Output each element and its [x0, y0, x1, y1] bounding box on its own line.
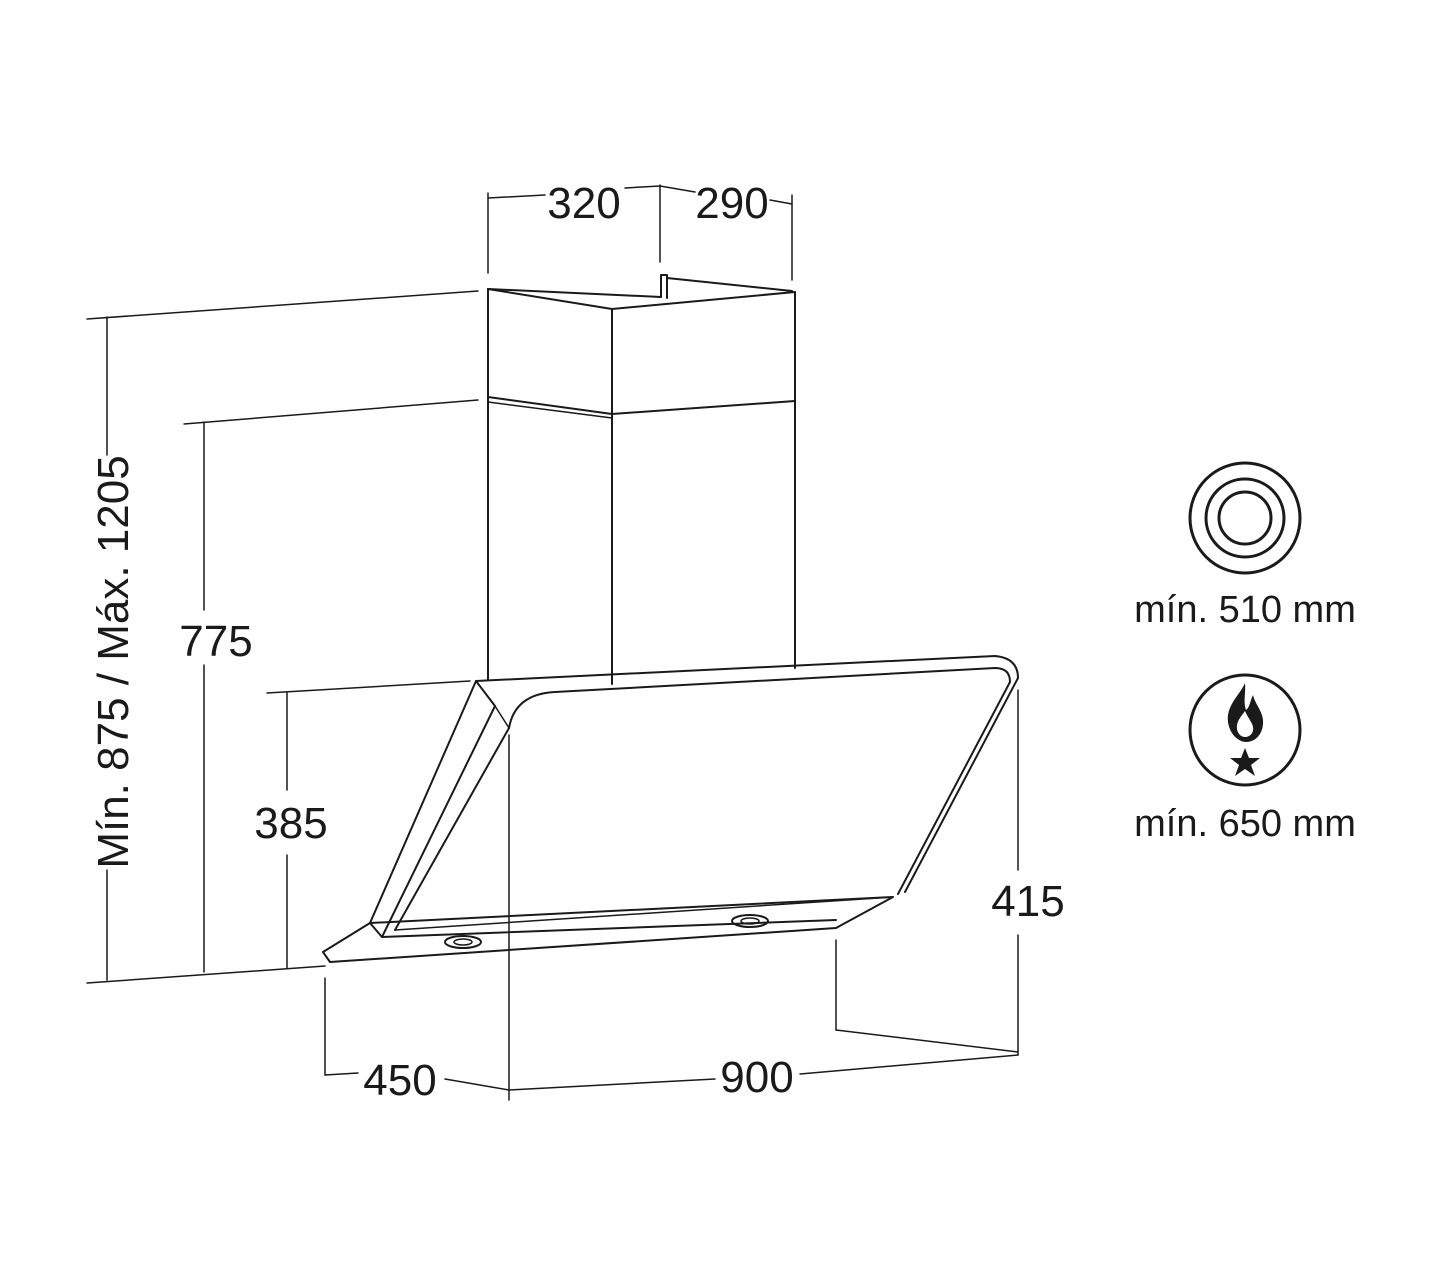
- dim-canopy-height: 415: [991, 877, 1064, 926]
- gas-flame-icon: [1188, 673, 1302, 787]
- dimension-lines: [86, 184, 1019, 1101]
- chimney: [487, 274, 796, 685]
- dim-body-height-lower: 385: [254, 799, 327, 848]
- dim-total-height: Mín. 875 / Máx. 1205: [89, 455, 138, 868]
- dim-body-height-upper: 775: [179, 617, 252, 666]
- dimension-labels: 320 290 Mín. 875 / Máx. 1205 775 385 415…: [89, 179, 1065, 1105]
- dim-width: 900: [720, 1053, 793, 1102]
- hood-canopy: [322, 655, 1019, 963]
- electric-clearance-label: mín. 510 mm: [1134, 589, 1356, 631]
- dim-chimney-width: 320: [547, 179, 620, 228]
- dim-chimney-depth: 290: [695, 179, 768, 228]
- dim-depth: 450: [363, 1056, 436, 1105]
- gas-clearance-label: mín. 650 mm: [1134, 803, 1356, 845]
- electric-hob-icon: [1188, 461, 1302, 575]
